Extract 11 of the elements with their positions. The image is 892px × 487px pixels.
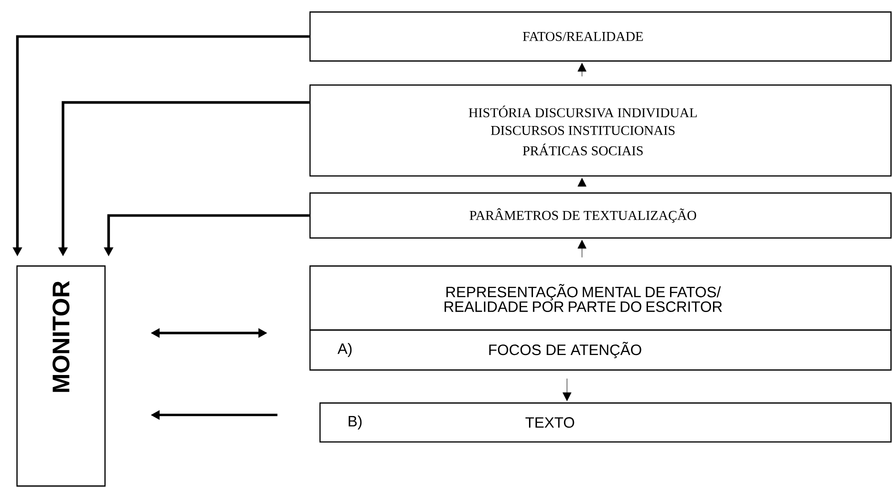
arrow <box>578 240 586 258</box>
concept-box: B) TEXTO <box>319 402 892 443</box>
arrow <box>578 178 586 187</box>
arrow <box>578 62 586 77</box>
concept-box: A) FOCOS DE ATENÇÃO <box>309 329 892 371</box>
concept-box: FATOS/REALIDADE <box>309 11 892 62</box>
concept-box: REPRESENTAÇÃO MENTAL DE FATOS/ REALIDADE POR PARTE DO ESCRITOR <box>309 265 892 331</box>
concept-box: PARÂMETROS DE TEXTUALIZAÇÃO <box>309 192 892 239</box>
arrow <box>562 378 572 402</box>
monitor-box: MONITOR <box>16 265 106 487</box>
concept-box: HISTÓRIA DISCURSIVA INDIVIDUAL DISCURSOS INSTITUCIONAIS PRÁTICAS SOCIAIS <box>309 84 892 177</box>
